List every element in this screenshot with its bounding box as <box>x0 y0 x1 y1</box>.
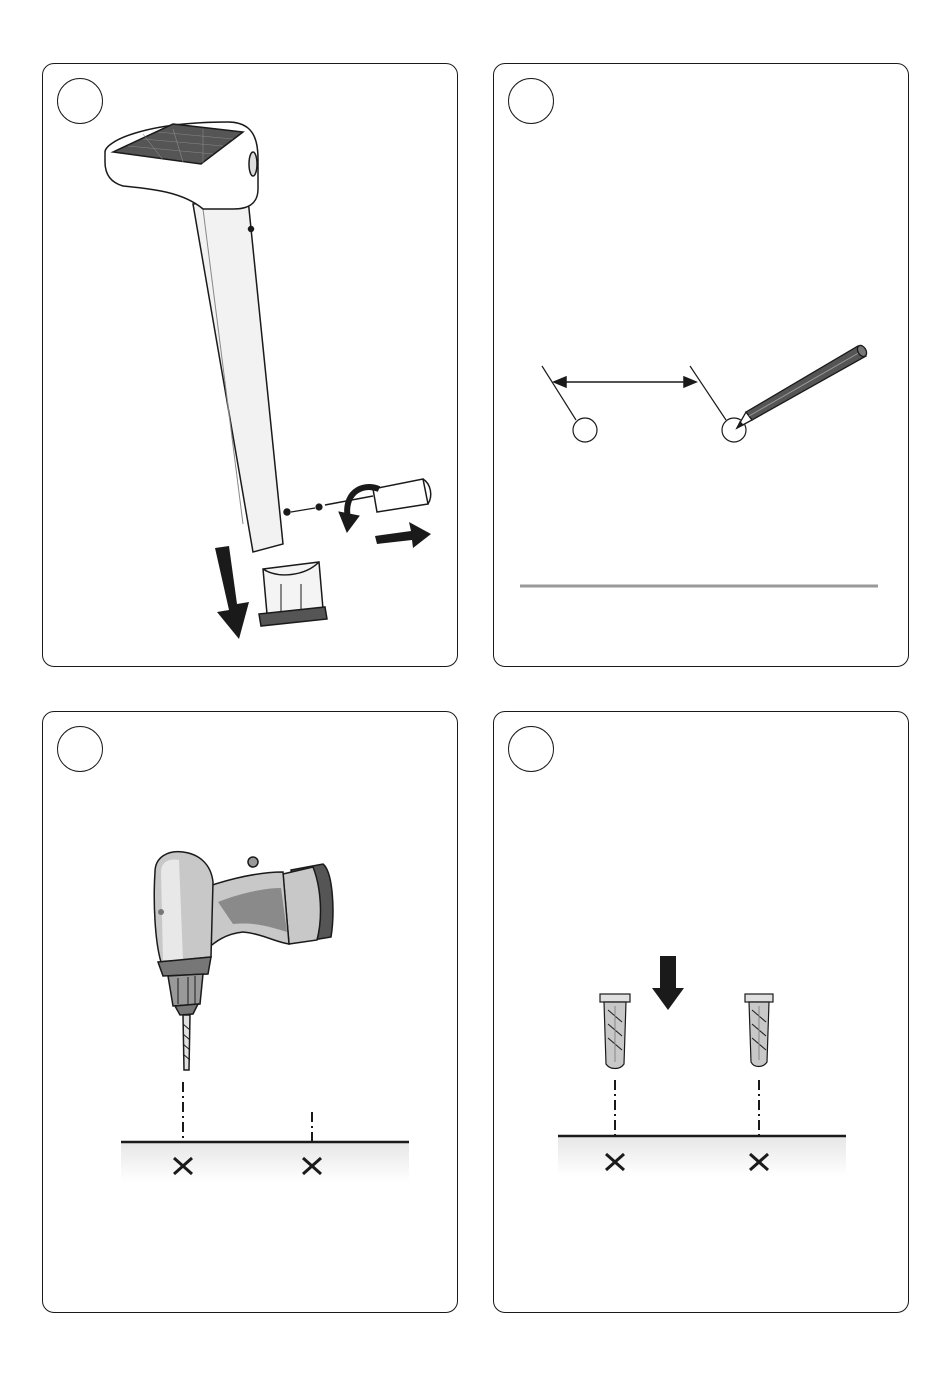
panel-4-illustration <box>494 712 910 1314</box>
leader-lines <box>542 366 726 420</box>
hole-mark-icon <box>573 418 597 442</box>
screw-icon <box>291 504 322 512</box>
ground-line-icon <box>121 1142 409 1182</box>
down-arrow-icon <box>215 546 249 639</box>
panel-2-illustration <box>494 64 910 668</box>
panel-step-2 <box>493 63 909 667</box>
rotate-arrow-icon <box>339 487 379 532</box>
panel-step-4 <box>493 711 909 1313</box>
panel-3-illustration <box>43 712 459 1314</box>
measure-arrow-icon <box>554 377 696 387</box>
panel-step-1 <box>42 63 458 667</box>
pencil-icon <box>737 344 868 428</box>
ground-line-icon <box>558 1136 846 1176</box>
wall-plug-icon <box>745 994 773 1067</box>
base-mount-icon <box>259 562 327 626</box>
drill-icon <box>154 852 333 1070</box>
insert-arrow-icon <box>652 956 684 1010</box>
pull-arrow-icon <box>375 522 431 548</box>
wall-plug-icon <box>600 994 630 1069</box>
panel-1-illustration <box>43 64 459 668</box>
panel-step-3 <box>42 711 458 1313</box>
solar-lamp-post-icon <box>105 122 290 552</box>
screwdriver-icon <box>325 479 431 512</box>
